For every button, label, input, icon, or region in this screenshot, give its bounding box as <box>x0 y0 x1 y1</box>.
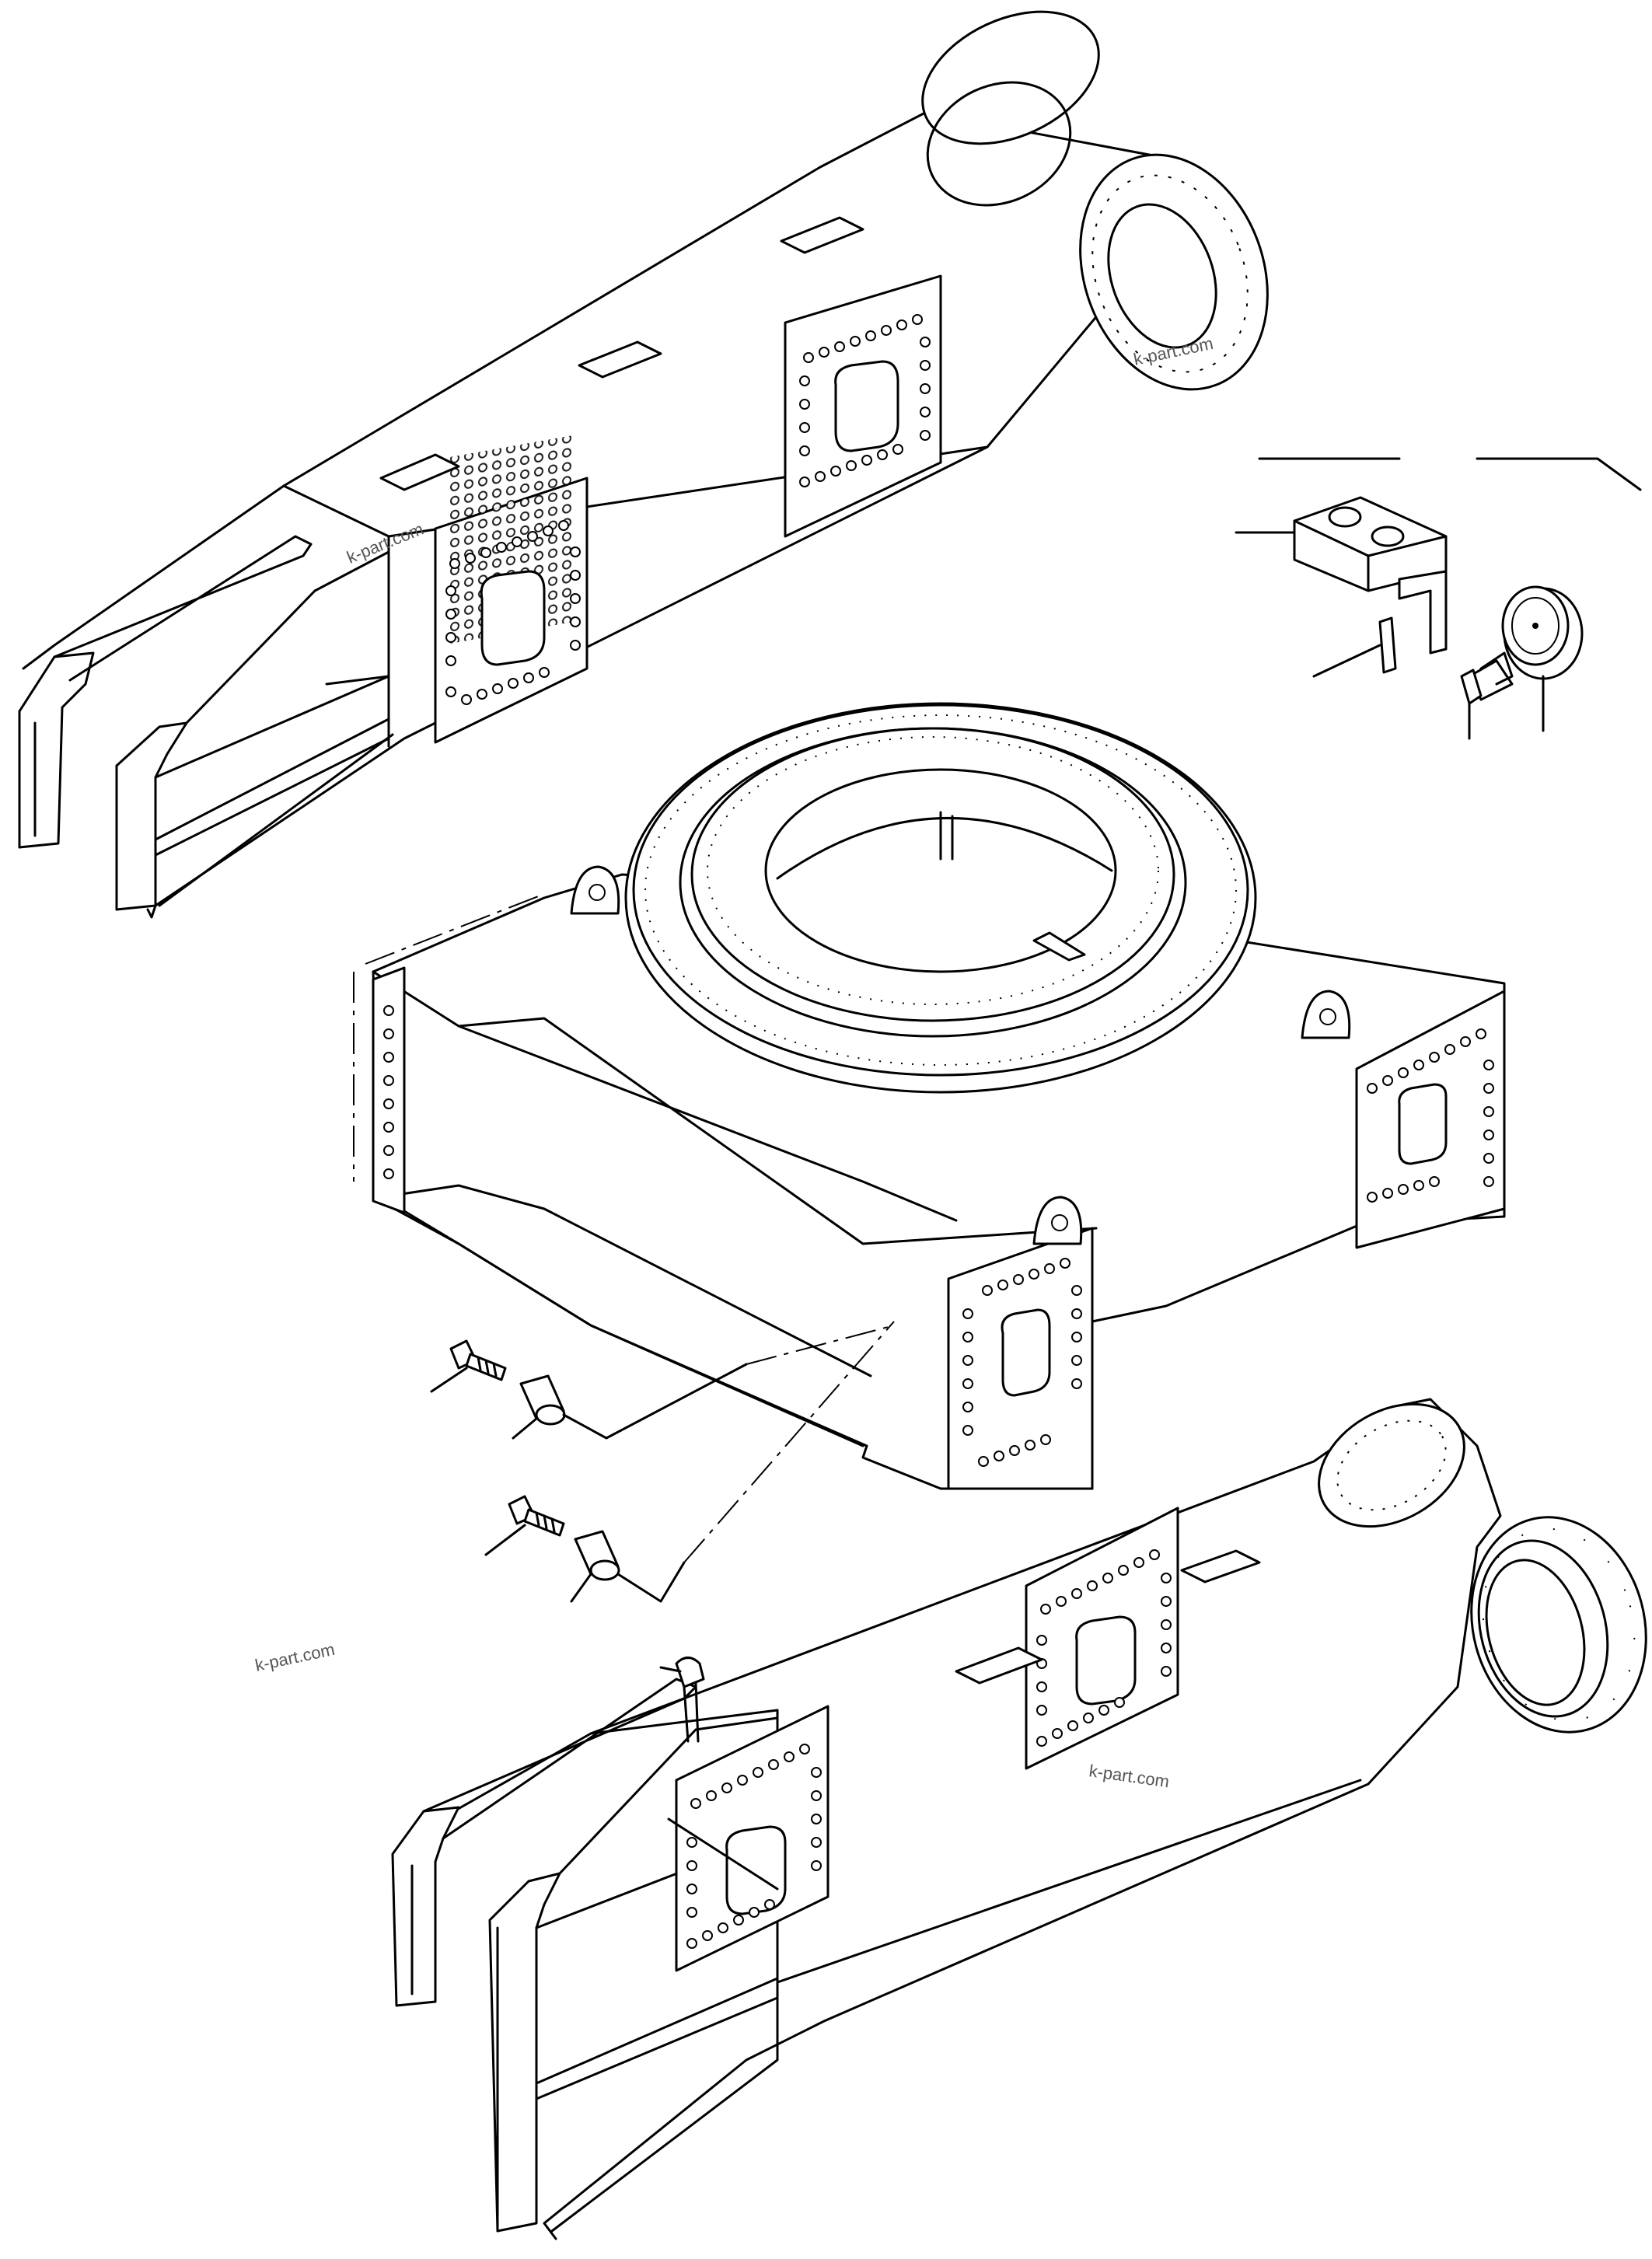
watermark: k-part.com <box>253 1639 337 1675</box>
upper-track-frame: k-part.com k-part.com <box>18 10 1269 919</box>
pressure-gauge-icon <box>1460 457 1642 740</box>
lower-track-frame: k-part.com <box>391 1398 1647 2240</box>
watermark: k-part.com <box>344 519 427 567</box>
sensor-bracket <box>1235 457 1448 678</box>
watermark: k-part.com <box>1088 1761 1170 1791</box>
center-frame <box>353 702 1506 1490</box>
bolt-spacer-set <box>430 1321 895 1603</box>
